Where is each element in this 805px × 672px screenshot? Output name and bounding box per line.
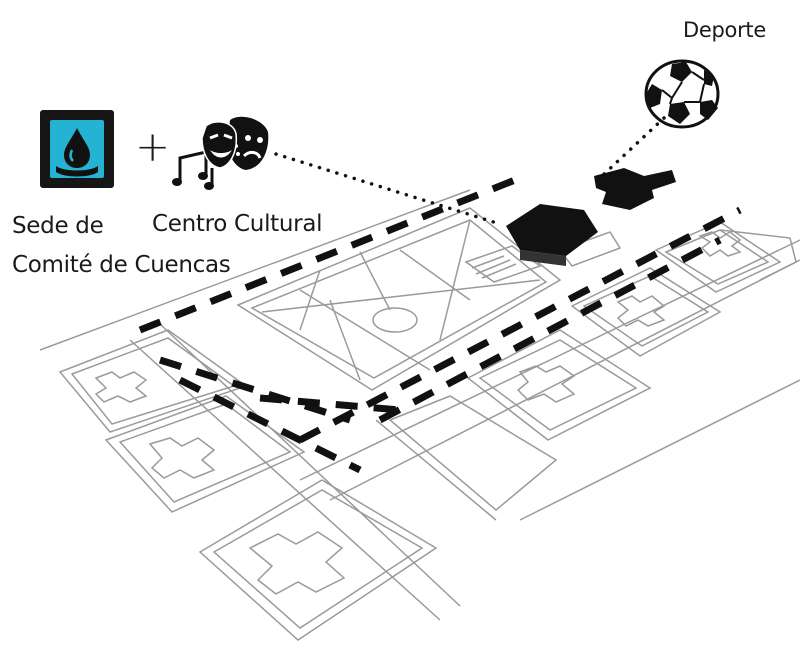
sports-building [594,168,676,210]
soccer-ball-icon [644,59,720,129]
central-plaza [236,207,562,391]
plus-sign: + [135,122,171,171]
block-left-3 [198,479,438,641]
connector-sport [600,116,666,178]
hub-building [506,204,598,256]
connector-cultural [274,152,502,226]
block-right-1 [466,329,652,441]
label-centro-cultural: Centro Cultural [152,211,323,237]
block-left-1 [58,329,248,433]
block-center [388,395,558,511]
block-left-2 [104,395,306,513]
label-deporte: Deporte [683,18,766,42]
theater-masks-music-icon [172,116,269,190]
label-sede-line1: Sede de [12,213,104,239]
label-sede-line2: Comité de Cuencas [12,252,231,278]
block-right-3 [654,221,782,293]
water-drop-icon [40,110,114,188]
